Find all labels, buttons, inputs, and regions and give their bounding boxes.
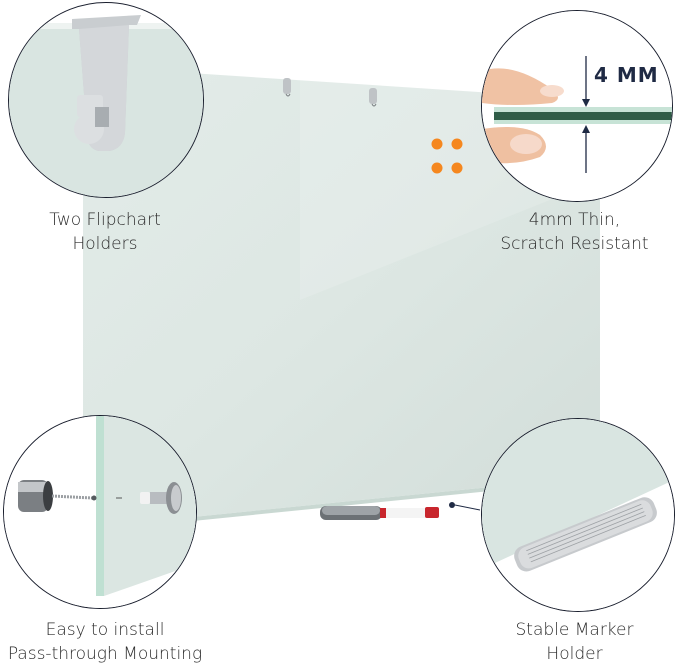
- glass-thickness-icon: [482, 11, 672, 201]
- feature-caption-marker-tray: Stable Marker Holder: [515, 620, 634, 664]
- feature-caption-mounting: Easy to install Pass-through Mounting: [7, 620, 203, 664]
- marker-tray-icon: [482, 419, 674, 611]
- board-marker-tray: [320, 502, 481, 520]
- board-hook-left: [283, 78, 291, 97]
- feature-caption-thickness: 4mm Thin, Scratch Resistant: [500, 210, 649, 254]
- feature-caption-flipchart: Two Flipchart Holders: [49, 210, 161, 254]
- feature-circle-flipchart: [8, 2, 204, 198]
- magnets: [431, 138, 463, 174]
- feature-circle-mounting: [3, 415, 197, 609]
- feature-circle-thickness: 4 MM: [481, 10, 673, 202]
- board-hook-right: [369, 88, 377, 107]
- flipchart-hook-icon: [9, 15, 203, 197]
- feature-circle-marker-tray: [481, 418, 675, 612]
- standoff-mount-icon: [4, 416, 196, 608]
- thickness-measure-label: 4 MM: [594, 63, 659, 87]
